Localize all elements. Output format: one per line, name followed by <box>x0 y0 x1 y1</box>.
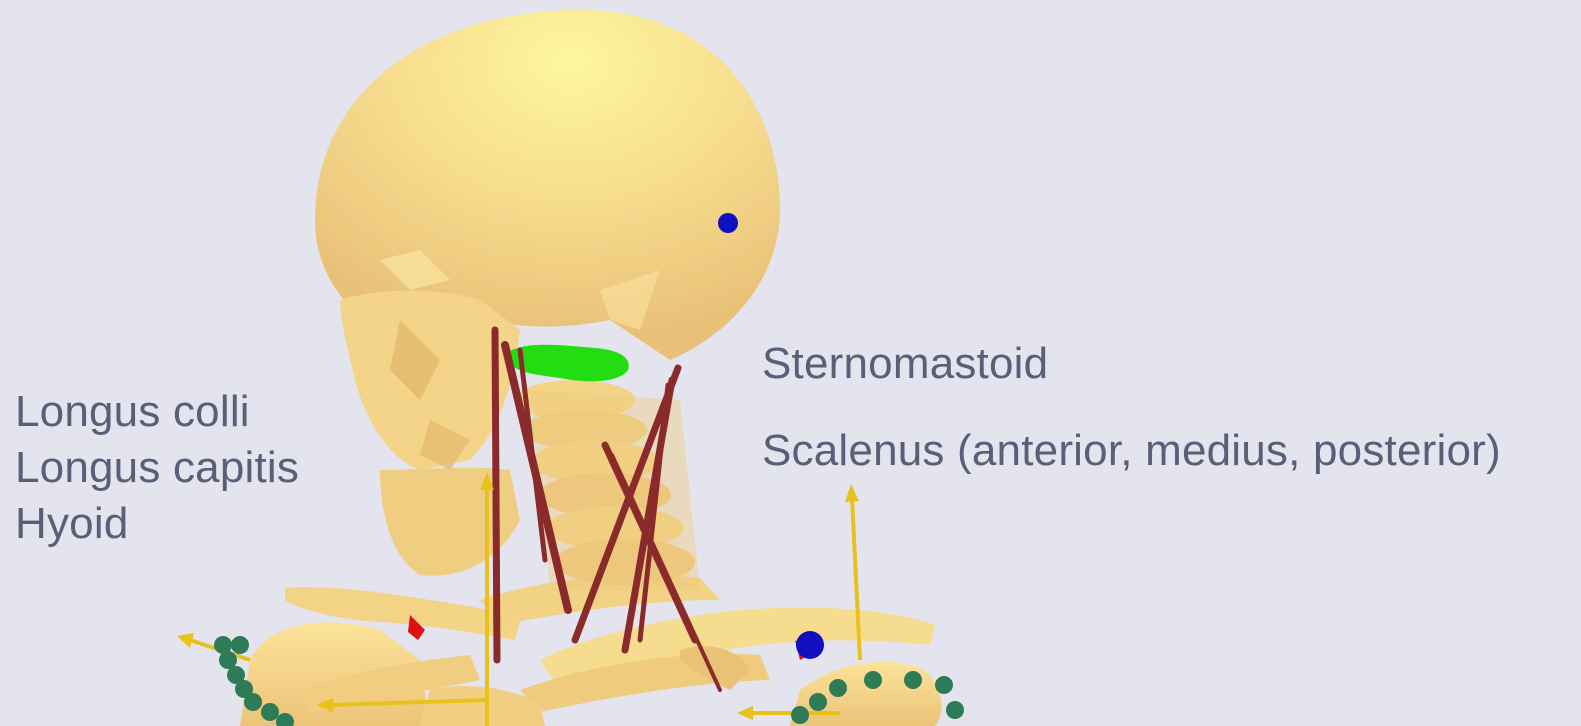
label-hyoid: Hyoid <box>15 496 299 552</box>
label-scalenus: Scalenus (anterior, medius, posterior) <box>762 423 1501 479</box>
left-muscle-labels: Longus colli Longus capitis Hyoid <box>15 384 299 552</box>
label-longus-capitis: Longus capitis <box>15 440 299 496</box>
label-longus-colli: Longus colli <box>15 384 299 440</box>
label-sternomastoid: Sternomastoid <box>762 336 1048 392</box>
shoulder-marker <box>796 631 824 659</box>
skull-marker <box>718 213 738 233</box>
